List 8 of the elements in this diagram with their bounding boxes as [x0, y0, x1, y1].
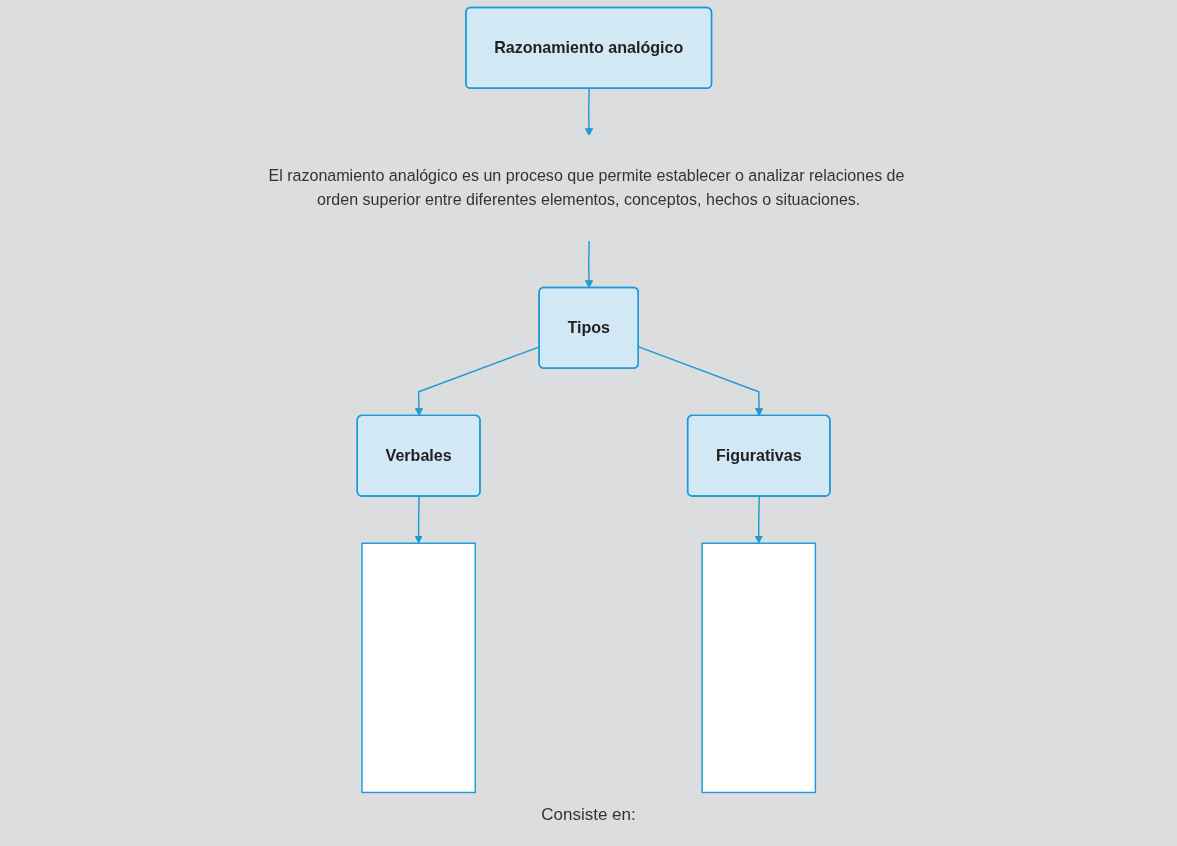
arrow: [584, 240, 593, 289]
node-box: [701, 542, 816, 794]
node-text: El razonamiento analógico es un proceso que permite establecer o analizar relaciones de orden superior entre diferentes elementos, conceptos, hechos o situaciones.: [268, 166, 905, 209]
arrow: [584, 88, 593, 137]
node-box: [361, 542, 476, 794]
note-text: Consiste en:: [541, 805, 636, 824]
arrow: [414, 495, 423, 544]
arrow: [754, 495, 763, 544]
